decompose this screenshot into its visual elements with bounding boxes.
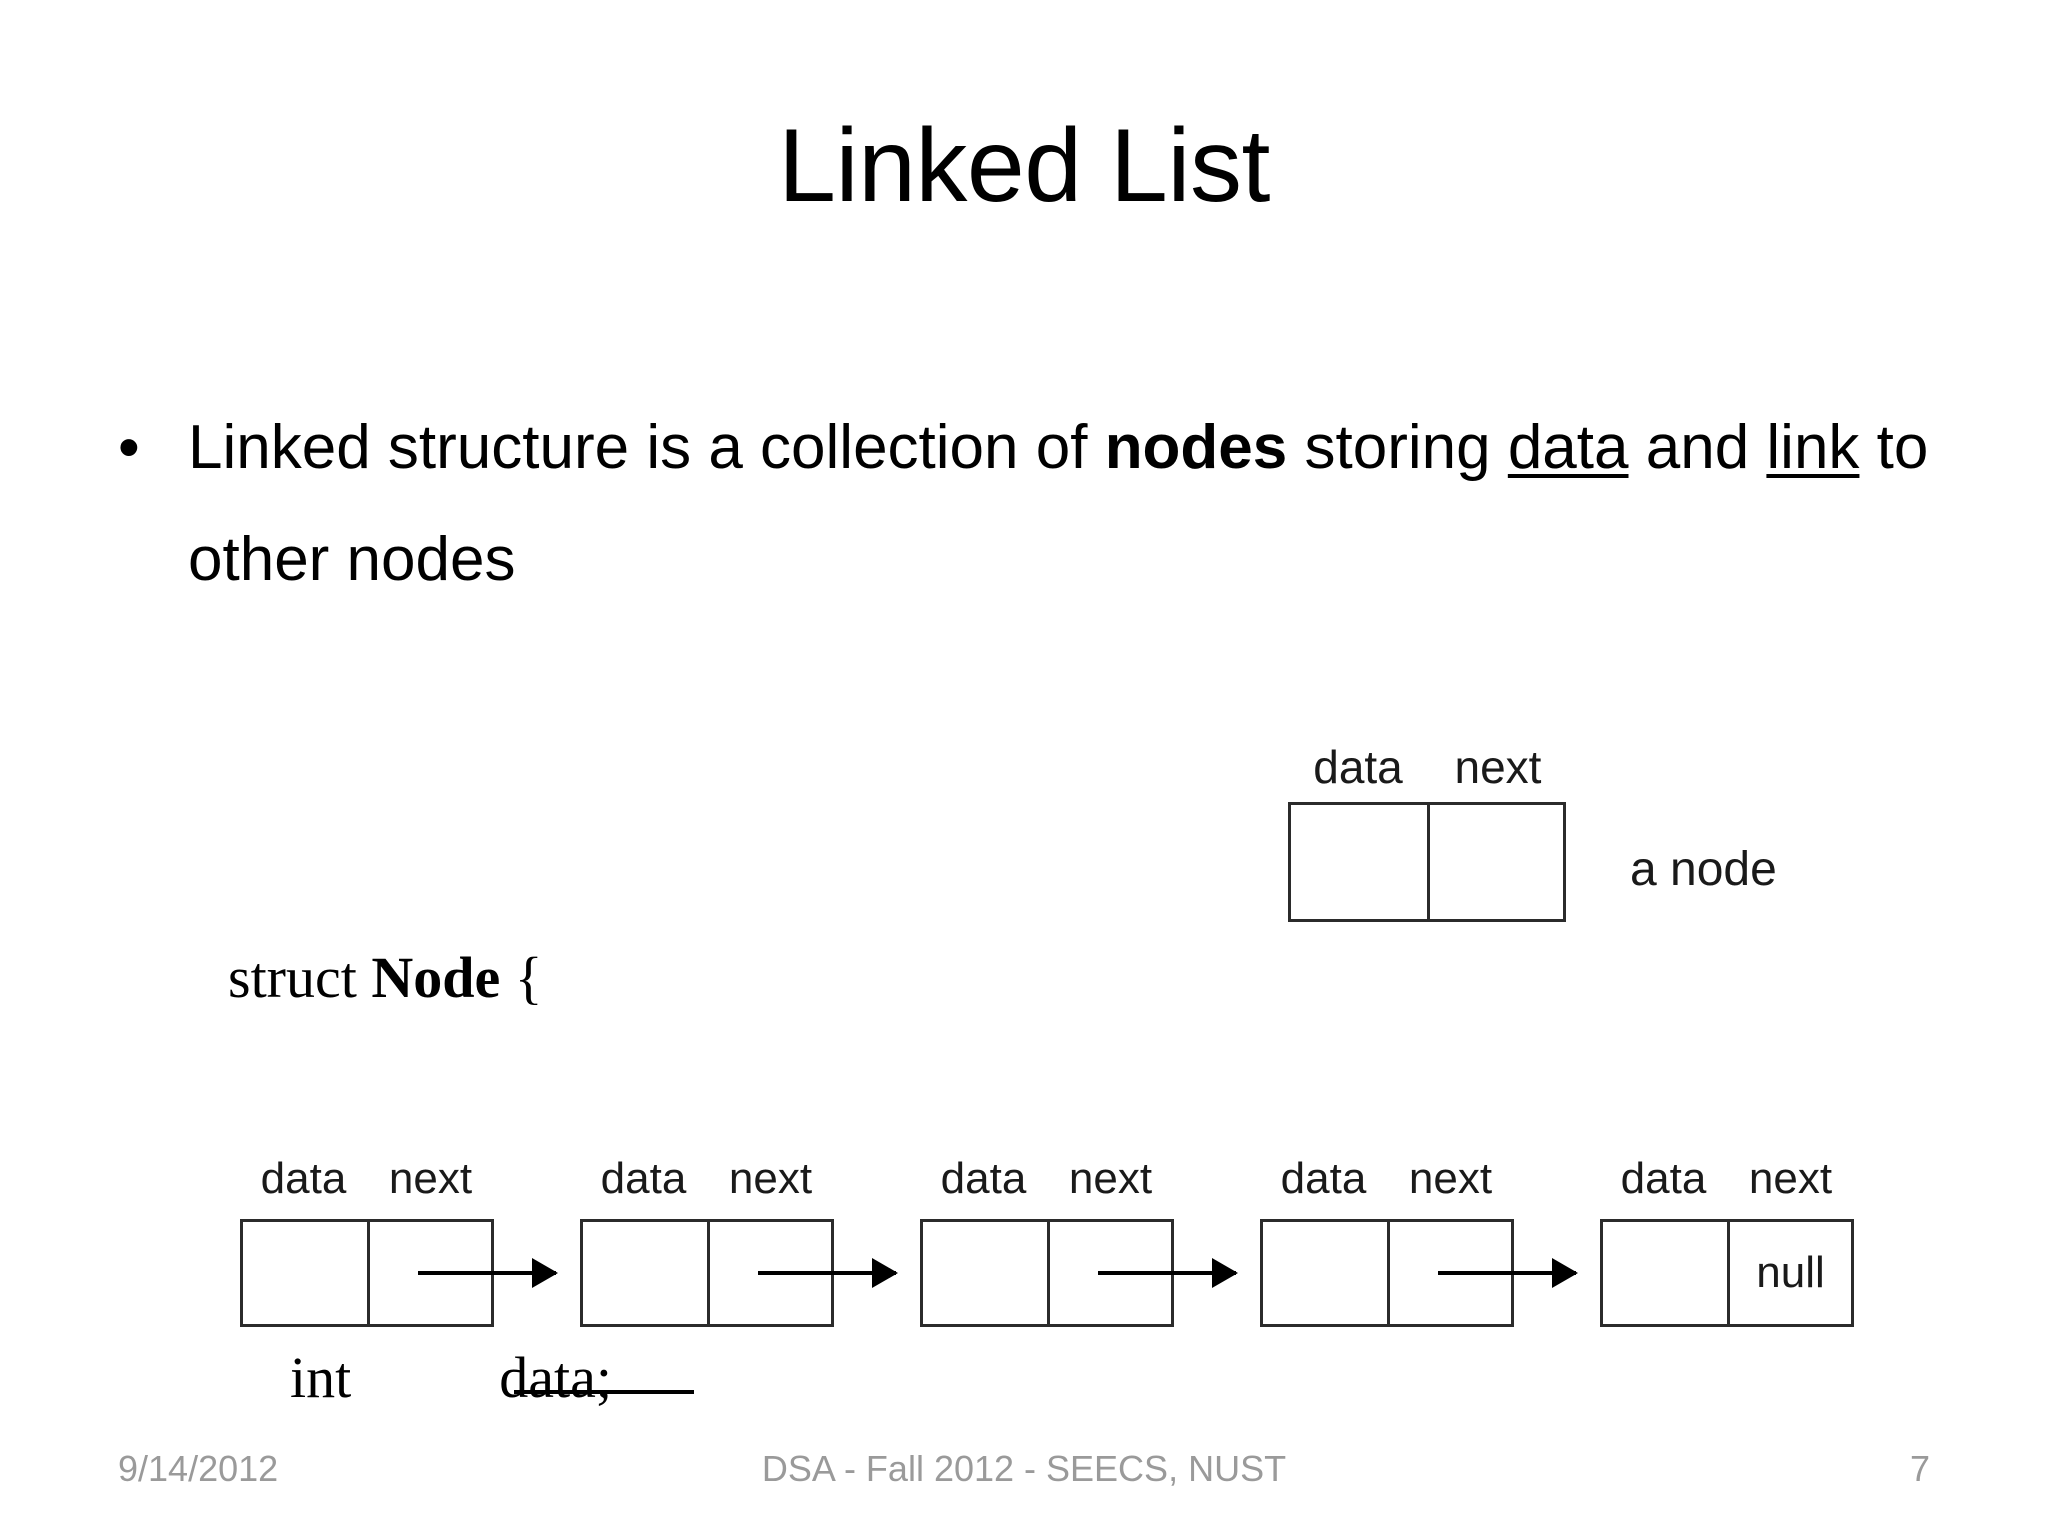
chain-node-cell-next: [367, 1222, 491, 1324]
chain-node-field-labels: data next: [240, 1155, 494, 1203]
list-item: • Linked structure is a collection of no…: [118, 392, 2008, 616]
code-line-struct-node: struct Node {: [228, 928, 612, 1028]
code-open-brace: {: [500, 945, 543, 1010]
chain-node-cell-data: [583, 1222, 707, 1324]
bullet-text-part-2: storing: [1287, 413, 1508, 482]
code-type-int: int: [290, 1345, 352, 1410]
chain-node-box: [920, 1219, 1174, 1327]
chain-node-label-next: next: [1408, 1154, 1493, 1203]
bullet-item-text: Linked structure is a collection of node…: [188, 392, 2008, 616]
code-field-data: data;: [499, 1345, 612, 1410]
code-keyword-struct: struct: [228, 945, 372, 1010]
chain-node-cell-data: [1263, 1222, 1387, 1324]
bullet-marker-icon: •: [118, 413, 140, 482]
chain-next-pointer-arrow-icon: [1098, 1258, 1238, 1288]
chain-next-pointer-arrow-icon: [1438, 1258, 1578, 1288]
chain-next-pointer-arrow-icon: [418, 1258, 558, 1288]
chain-node-label-data: data: [940, 1154, 1027, 1203]
chain-node-field-labels: data next: [920, 1155, 1174, 1203]
chain-node-cell-next: [707, 1222, 831, 1324]
footer-course-label: DSA - Fall 2012 - SEECS, NUST: [761, 1448, 1287, 1489]
bullet-text-part-4: to other nodes: [188, 413, 1929, 594]
bullet-list: • Linked structure is a collection of no…: [118, 392, 2008, 616]
chain-node-label-data: data: [600, 1154, 687, 1203]
footer-date: 9/14/2012: [118, 1448, 279, 1489]
single-node-field-labels: data next: [1288, 742, 1568, 792]
chain-node-cell-data: [923, 1222, 1047, 1324]
footer-page-number: 7: [1909, 1448, 1930, 1489]
bullet-text-underline-link: link: [1766, 413, 1860, 482]
single-node-label-data: data: [1313, 741, 1403, 793]
page-title: Linked List: [778, 108, 1270, 224]
code-type-node: Node: [371, 945, 501, 1010]
single-node-cell-data: [1291, 805, 1427, 919]
bullet-text-bold-nodes: nodes: [1104, 413, 1288, 482]
single-node-box: [1288, 802, 1566, 922]
chain-node-label-data: data: [1280, 1154, 1367, 1203]
chain-node-cell-next: [1387, 1222, 1511, 1324]
chain-node-field-labels: data next: [1600, 1155, 1854, 1203]
chain-next-pointer-arrow-icon: [758, 1258, 898, 1288]
bullet-text-part-1: Linked structure is a collection of: [188, 413, 1105, 482]
chain-node-label-data: data: [260, 1154, 347, 1203]
code-line-int-data: int data;: [228, 1328, 694, 1428]
chain-node-label-data: data: [1620, 1154, 1707, 1203]
strikethrough-data-icon: [514, 1390, 694, 1394]
chain-node-box: null: [1600, 1219, 1854, 1327]
chain-node-cell-next: null: [1727, 1222, 1851, 1324]
chain-node-field-labels: data next: [580, 1155, 834, 1203]
bullet-text-part-3: and: [1628, 413, 1767, 482]
chain-node-label-next: next: [1068, 1154, 1153, 1203]
slide-footer: 9/14/2012 DSA - Fall 2012 - SEECS, NUST …: [0, 1448, 2048, 1508]
chain-node-cell-data: [243, 1222, 367, 1324]
single-node-cell-next: [1427, 805, 1563, 919]
chain-node-label-next: next: [728, 1154, 813, 1203]
a-node-caption: a node: [1630, 843, 1777, 896]
chain-node-field-labels: data next: [1260, 1155, 1514, 1203]
chain-node-cell-data: [1603, 1222, 1727, 1324]
chain-node-cell-next: [1047, 1222, 1171, 1324]
chain-node-label-next: next: [1748, 1154, 1833, 1203]
bullet-text-underline-data: data: [1507, 413, 1629, 482]
chain-node-label-next: next: [388, 1154, 473, 1203]
single-node-label-next: next: [1454, 741, 1542, 793]
